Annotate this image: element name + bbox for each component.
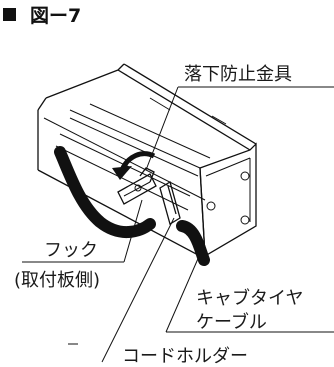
label-hook-sub: (取付板側) — [14, 270, 100, 291]
cord-holder-part — [159, 181, 181, 225]
label-cord-holder: コードホルダー — [122, 346, 248, 367]
label-cable-line1: キャブタイヤ — [196, 287, 303, 309]
cabtire-cable — [54, 146, 210, 266]
label-hook: フック — [44, 240, 98, 261]
figure-title: 図ー7 — [30, 5, 81, 27]
light-fixture-body — [37, 63, 257, 258]
label-drop-prevention: 落下防止金具 — [184, 64, 292, 85]
title-square-icon — [3, 8, 16, 21]
leader-lines — [22, 86, 334, 363]
label-cable-line2: ケーブル — [196, 311, 267, 333]
drop-prevention-bracket — [117, 167, 157, 205]
rotation-arrow-icon — [112, 151, 156, 180]
